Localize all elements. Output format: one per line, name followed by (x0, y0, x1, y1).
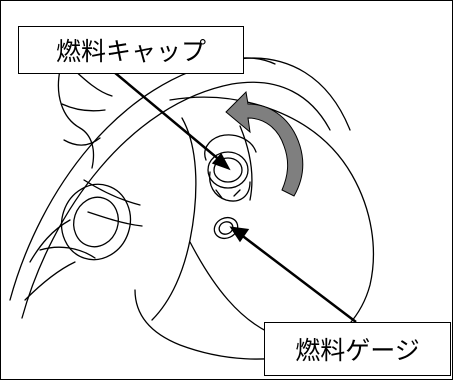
fuel-gauge-label-text: 燃料ゲージ (295, 336, 420, 365)
fuel-gauge-label: 燃料ゲージ (264, 322, 451, 376)
tank-body (134, 96, 375, 360)
rotation-arrow-icon (225, 90, 304, 197)
fuel-cap-label-text: 燃料キャップ (55, 37, 206, 66)
fuel-cap-leader (113, 71, 223, 163)
fuel-gauge (213, 216, 239, 240)
fuel-cap-label: 燃料キャップ (18, 26, 244, 74)
hand-outline (57, 69, 95, 169)
handlebar (83, 179, 141, 206)
fuel-cap (207, 151, 249, 189)
fuel-gauge-leader (239, 233, 357, 323)
handlebar-end (60, 183, 132, 261)
